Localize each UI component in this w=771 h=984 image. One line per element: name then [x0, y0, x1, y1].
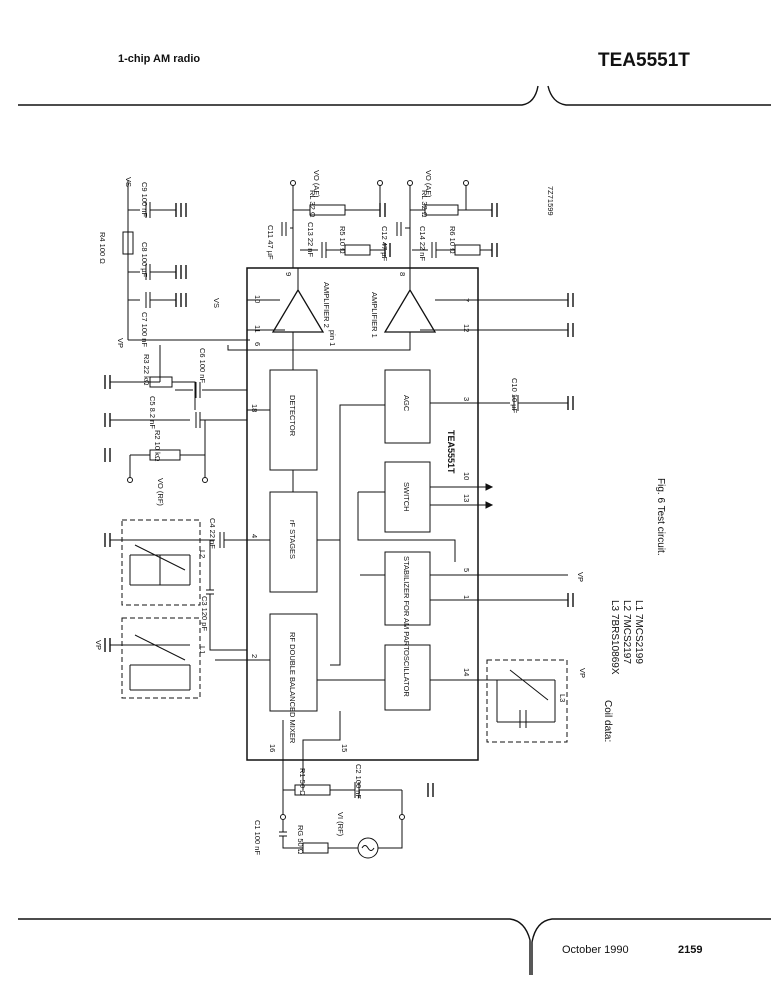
label-c9: C9 100 nF: [140, 182, 149, 217]
label-vs-amp: VS: [212, 298, 221, 308]
label-c12: C12 47 µF: [380, 226, 389, 262]
pin-number: 11: [253, 325, 262, 333]
label-pin1: pin 1: [328, 330, 337, 346]
label-vp-l1: VP: [94, 640, 103, 650]
block-switch: SWITCH: [402, 482, 411, 512]
label-vo-rf: VO (RF): [156, 478, 165, 506]
label-c1: C1 100 nF: [253, 820, 262, 855]
pin-number: 13: [462, 494, 471, 502]
label-c11: C11 47 µF: [266, 225, 275, 260]
coil-item: L1 7MCS2199: [633, 600, 644, 664]
label-r4: R4 100 Ω: [98, 232, 107, 264]
pin-number: 2: [250, 654, 259, 658]
block-mixer: RF DOUBLE BALANCED MIXER: [288, 632, 297, 744]
label-c6: C6 100 nF: [198, 348, 207, 383]
label-vs-top: VS: [124, 177, 133, 187]
header-part-number: TEA5551T: [598, 50, 690, 71]
block-oscillator: OSCILLATOR: [402, 650, 411, 697]
label-r3: R3 22 kΩ: [142, 354, 151, 386]
header-left-title: 1-chip AM radio: [118, 53, 201, 65]
pin-number: 7: [462, 298, 471, 302]
block-agc: AGC: [402, 395, 411, 412]
block-amplifier-1: AMPLIFIER 1: [370, 292, 379, 338]
pin-number: 1: [462, 595, 471, 599]
pin-number: 4: [250, 534, 259, 538]
coil-item: L3 7BRS10869X: [609, 600, 620, 675]
label-c10: C10 10 µF: [510, 378, 519, 414]
label-vi: VI (RF): [336, 812, 345, 837]
block-amplifier-2: AMPLIFIER 2: [322, 282, 331, 328]
ic-name-label: TEA5551T: [446, 430, 456, 474]
label-r5: R5 10 Ω: [338, 226, 347, 254]
label-l1: L1: [198, 646, 207, 654]
pin-number: 6: [253, 342, 262, 346]
label-rl2: RL 32 Ω: [308, 190, 317, 218]
label-rg: RG 50 Ω: [296, 825, 305, 855]
figure-caption: Fig. 6 Test circuit.: [655, 478, 666, 556]
label-l3: L3: [558, 694, 567, 702]
label-vo-af1: VO (AF): [424, 170, 433, 198]
pin-number: 18: [250, 404, 259, 412]
label-c8: C8 100 µF: [140, 242, 149, 278]
label-r2: R2 10 kΩ: [153, 430, 162, 462]
label-c5: C5 8.2 nF: [148, 396, 157, 429]
label-c7: C7 100 nF: [140, 312, 149, 347]
label-vp-r2: VP: [578, 668, 587, 678]
label-rl1: RL 32 Ω: [420, 190, 429, 218]
label-vp-r1: VP: [576, 572, 585, 582]
pin-number: 8: [398, 272, 407, 276]
label-drawing-number: 7Z71599: [546, 186, 555, 216]
pin-number: 3: [462, 397, 471, 401]
footer-page-number: 2159: [678, 944, 703, 956]
label-l2: L2: [198, 550, 207, 558]
footer-date: October 1990: [562, 944, 629, 956]
label-vo-af2: VO (AF): [312, 170, 321, 198]
block-stabilizer: STABILIZER FOR AM PART: [402, 556, 411, 651]
pin-number: 14: [462, 668, 471, 676]
block-rf-stages: rF STAGES: [288, 520, 297, 559]
label-c13: C13 22 nF: [306, 222, 315, 257]
label-r1: R1 50 Ω: [298, 768, 307, 796]
label-c14: C14 22 nF: [418, 226, 427, 261]
label-c3: C3 120 pF: [200, 596, 209, 631]
label-r6: R6 10 Ω: [448, 226, 457, 254]
pin-number: 12: [462, 324, 471, 332]
coil-data-title: Coil data:: [602, 700, 613, 742]
pin-number: 5: [462, 568, 471, 572]
block-detector: DETECTOR: [288, 395, 297, 437]
coil-item: L2 7MCS2197: [621, 600, 632, 664]
label-c4: C4 22 nF: [208, 518, 217, 549]
pin-number: 16: [268, 744, 277, 752]
label-c2: C2 100 nF: [354, 764, 363, 799]
pin-number: 9: [284, 272, 293, 276]
pin-number: 15: [340, 744, 349, 752]
pin-number: 10: [462, 472, 471, 480]
pin-number: 10: [253, 295, 262, 303]
label-vp-left: VP: [116, 338, 125, 348]
